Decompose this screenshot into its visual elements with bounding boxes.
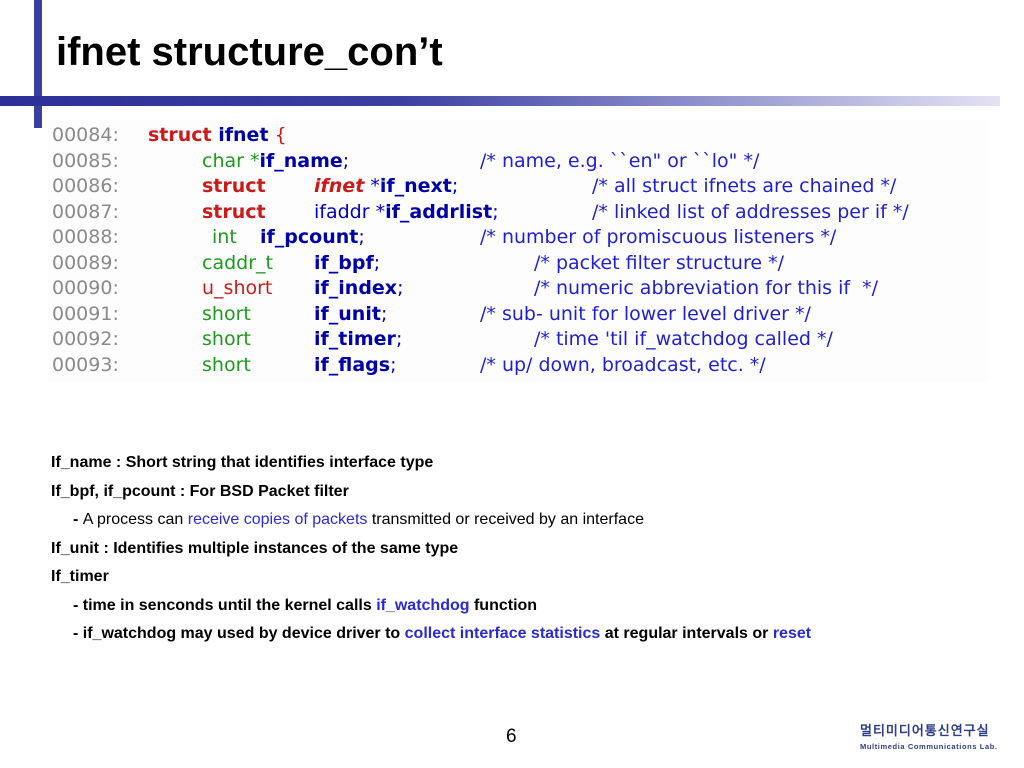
code-content: ifnet *if_next; [314,175,458,197]
line-number: 00090: [52,277,119,299]
code-comment: /* name, e.g. ``en" or ``lo" */ [480,150,760,172]
line-number: 00092: [52,328,119,350]
line-number: 00086: [52,175,119,197]
logo-english-text: Multimedia Communications Lab. [860,742,998,751]
code-content: if_pcount; [260,226,365,248]
title-underline-bar [0,96,1000,106]
text-segment: function [469,596,538,614]
code-comment: /* number of promiscuous listeners */ [480,226,837,248]
code-line: 00084: struct ifnet { [52,124,287,149]
keyword: struct [202,201,266,223]
code-comment: /* time 'til if_watchdog called */ [534,328,833,350]
body-line-watchdog-detail: - if_watchdog may used by device driver … [51,620,811,649]
brace: { [268,124,287,146]
highlight-text: receive copies of packets [187,511,368,528]
type: short [202,303,251,325]
title-accent-bar [34,0,42,128]
text-segment: at regular intervals or [600,625,773,642]
code-line: 00093: short if_flags; /* up/ down, broa… [52,354,766,379]
identifier: if_pcount [260,226,359,248]
keyword: struct [148,124,219,146]
code-comment: /* up/ down, broadcast, etc. */ [480,354,766,376]
highlight-text: collect interface statistics [404,625,601,642]
logo-korean-text: 멀티미디어통신연구실 [860,724,990,739]
code-comment: /* sub- unit for lower level driver */ [480,303,811,325]
keyword: struct [202,175,266,197]
highlight-text: reset [772,625,812,642]
type: caddr_t [202,252,273,274]
body-line-timer-detail: - time in senconds until the kernel call… [51,592,811,621]
identifier: if_bpf [314,252,374,274]
identifier: ifnet [218,124,269,146]
type: int [212,226,237,248]
type: char * [202,150,260,172]
bullet-dash: - [73,511,83,528]
semicolon: ; [395,328,403,350]
code-line: 00086: struct ifnet *if_next; /* all str… [52,175,896,200]
code-line: 00090: u_short if_index; /* numeric abbr… [52,277,878,302]
semicolon: ; [451,175,459,197]
type: short [202,328,251,350]
semicolon: ; [373,252,381,274]
semicolon: ; [397,277,404,299]
code-line: 00089: caddr_t if_bpf; /* packet filter … [52,252,784,277]
text-segment: - if_watchdog may used by device driver … [73,625,405,642]
slide-body: If_name : Short string that identifies i… [51,449,811,649]
identifier: if_index [314,277,398,299]
semicolon: ; [358,226,365,248]
semicolon: ; [492,201,499,223]
code-line: 00092: short if_timer; /* time 'til if_w… [52,328,833,353]
code-content: if_index; [314,277,403,299]
type: ifnet [314,175,365,197]
line-number: 00088: [52,226,119,248]
semicolon: ; [342,150,350,172]
identifier: if_addrlist [385,201,493,223]
line-number: 00093: [52,354,119,376]
semicolon: ; [380,303,388,325]
code-line: 00091: short if_unit; /* sub- unit for l… [52,303,811,328]
code-comment: /* all struct ifnets are chained */ [592,175,897,197]
code-line: 00087: struct ifaddr *if_addrlist; /* li… [52,201,909,226]
identifier: if_flags [314,354,391,376]
code-content: if_unit; [314,303,387,325]
code-content: if_bpf; [314,252,380,274]
identifier: if_timer [314,328,396,350]
body-line-if-bpf: If_bpf, if_pcount : For BSD Packet filte… [51,482,349,500]
code-content: ifaddr *if_addrlist; [314,201,499,223]
code-line: 00085: char *if_name; /* name, e.g. ``en… [52,150,759,175]
type: short [202,354,251,376]
line-number: 00089: [52,252,119,274]
code-comment: /* packet filter structure */ [534,252,784,274]
identifier: if_name [259,150,343,172]
body-line-if-name: If_name : Short string that identifies i… [51,454,434,471]
pointer: * [364,175,380,197]
identifier: if_unit [314,303,381,325]
code-listing: 00084: struct ifnet { 00085: char *if_na… [48,120,988,382]
highlight-text: if_watchdog [376,596,470,614]
type: ifaddr * [314,201,386,223]
page-number: 6 [506,726,517,747]
code-line: 00088: int if_pcount; /* number of promi… [52,226,836,251]
code-content: struct ifnet { [148,124,287,146]
type: u_short [202,277,273,299]
text-segment: transmitted or received by an interface [367,511,644,528]
code-content: char *if_name; [202,150,349,172]
text-segment: A process can [82,511,188,528]
code-comment: /* linked list of addresses per if */ [592,201,909,223]
line-number: 00084: [52,124,119,146]
code-content: if_timer; [314,328,402,350]
lab-logo: 멀티미디어통신연구실 Multimedia Communications Lab… [860,720,998,751]
line-number: 00091: [52,303,119,325]
line-number: 00085: [52,150,119,172]
code-content: if_flags; [314,354,397,376]
text-segment: - time in senconds until the kernel call… [73,596,377,614]
body-line-bpf-detail: - A process can receive copies of packet… [51,506,811,535]
body-line-if-unit: If_unit : Identifies multiple instances … [51,539,459,557]
code-comment: /* numeric abbreviation for this if */ [534,277,879,299]
identifier: if_next [379,175,452,197]
body-line-if-timer: If_timer [51,568,109,585]
slide-title: ifnet structure_con’t [56,30,443,74]
semicolon: ; [390,354,397,376]
line-number: 00087: [52,201,119,223]
